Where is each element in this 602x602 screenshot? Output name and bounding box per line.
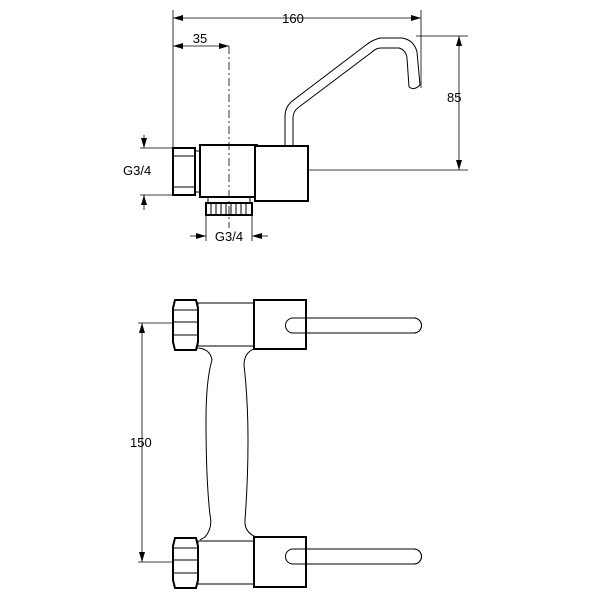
dimension-label-85: 85 [447,90,461,105]
side-view: 160 35 85 G3/4 [123,10,468,244]
dimension-label-160: 160 [282,11,304,26]
bottom-inlet-nut [172,537,199,589]
body-connector [195,347,257,541]
dimension-label-35: 35 [193,31,207,46]
dimension-85: 85 [447,36,462,170]
dimension-35: 35 [173,31,229,49]
top-valve-block [197,299,422,350]
front-view: 150 [130,299,422,589]
bottom-valve-block [197,536,422,588]
dimension-160: 160 [173,11,421,26]
top-inlet-nut [172,299,199,351]
dimension-label-bottom-thread: G3/4 [215,229,243,244]
dimension-label-side-thread: G3/4 [123,163,151,178]
dimension-side-thread: G3/4 [123,135,151,210]
dimension-label-150: 150 [130,435,152,450]
side-inlet-nut [172,147,201,196]
dimension-bottom-thread: G3/4 [190,215,268,244]
spout [284,37,421,146]
dimension-150: 150 [130,322,173,563]
valve-body [199,144,309,202]
